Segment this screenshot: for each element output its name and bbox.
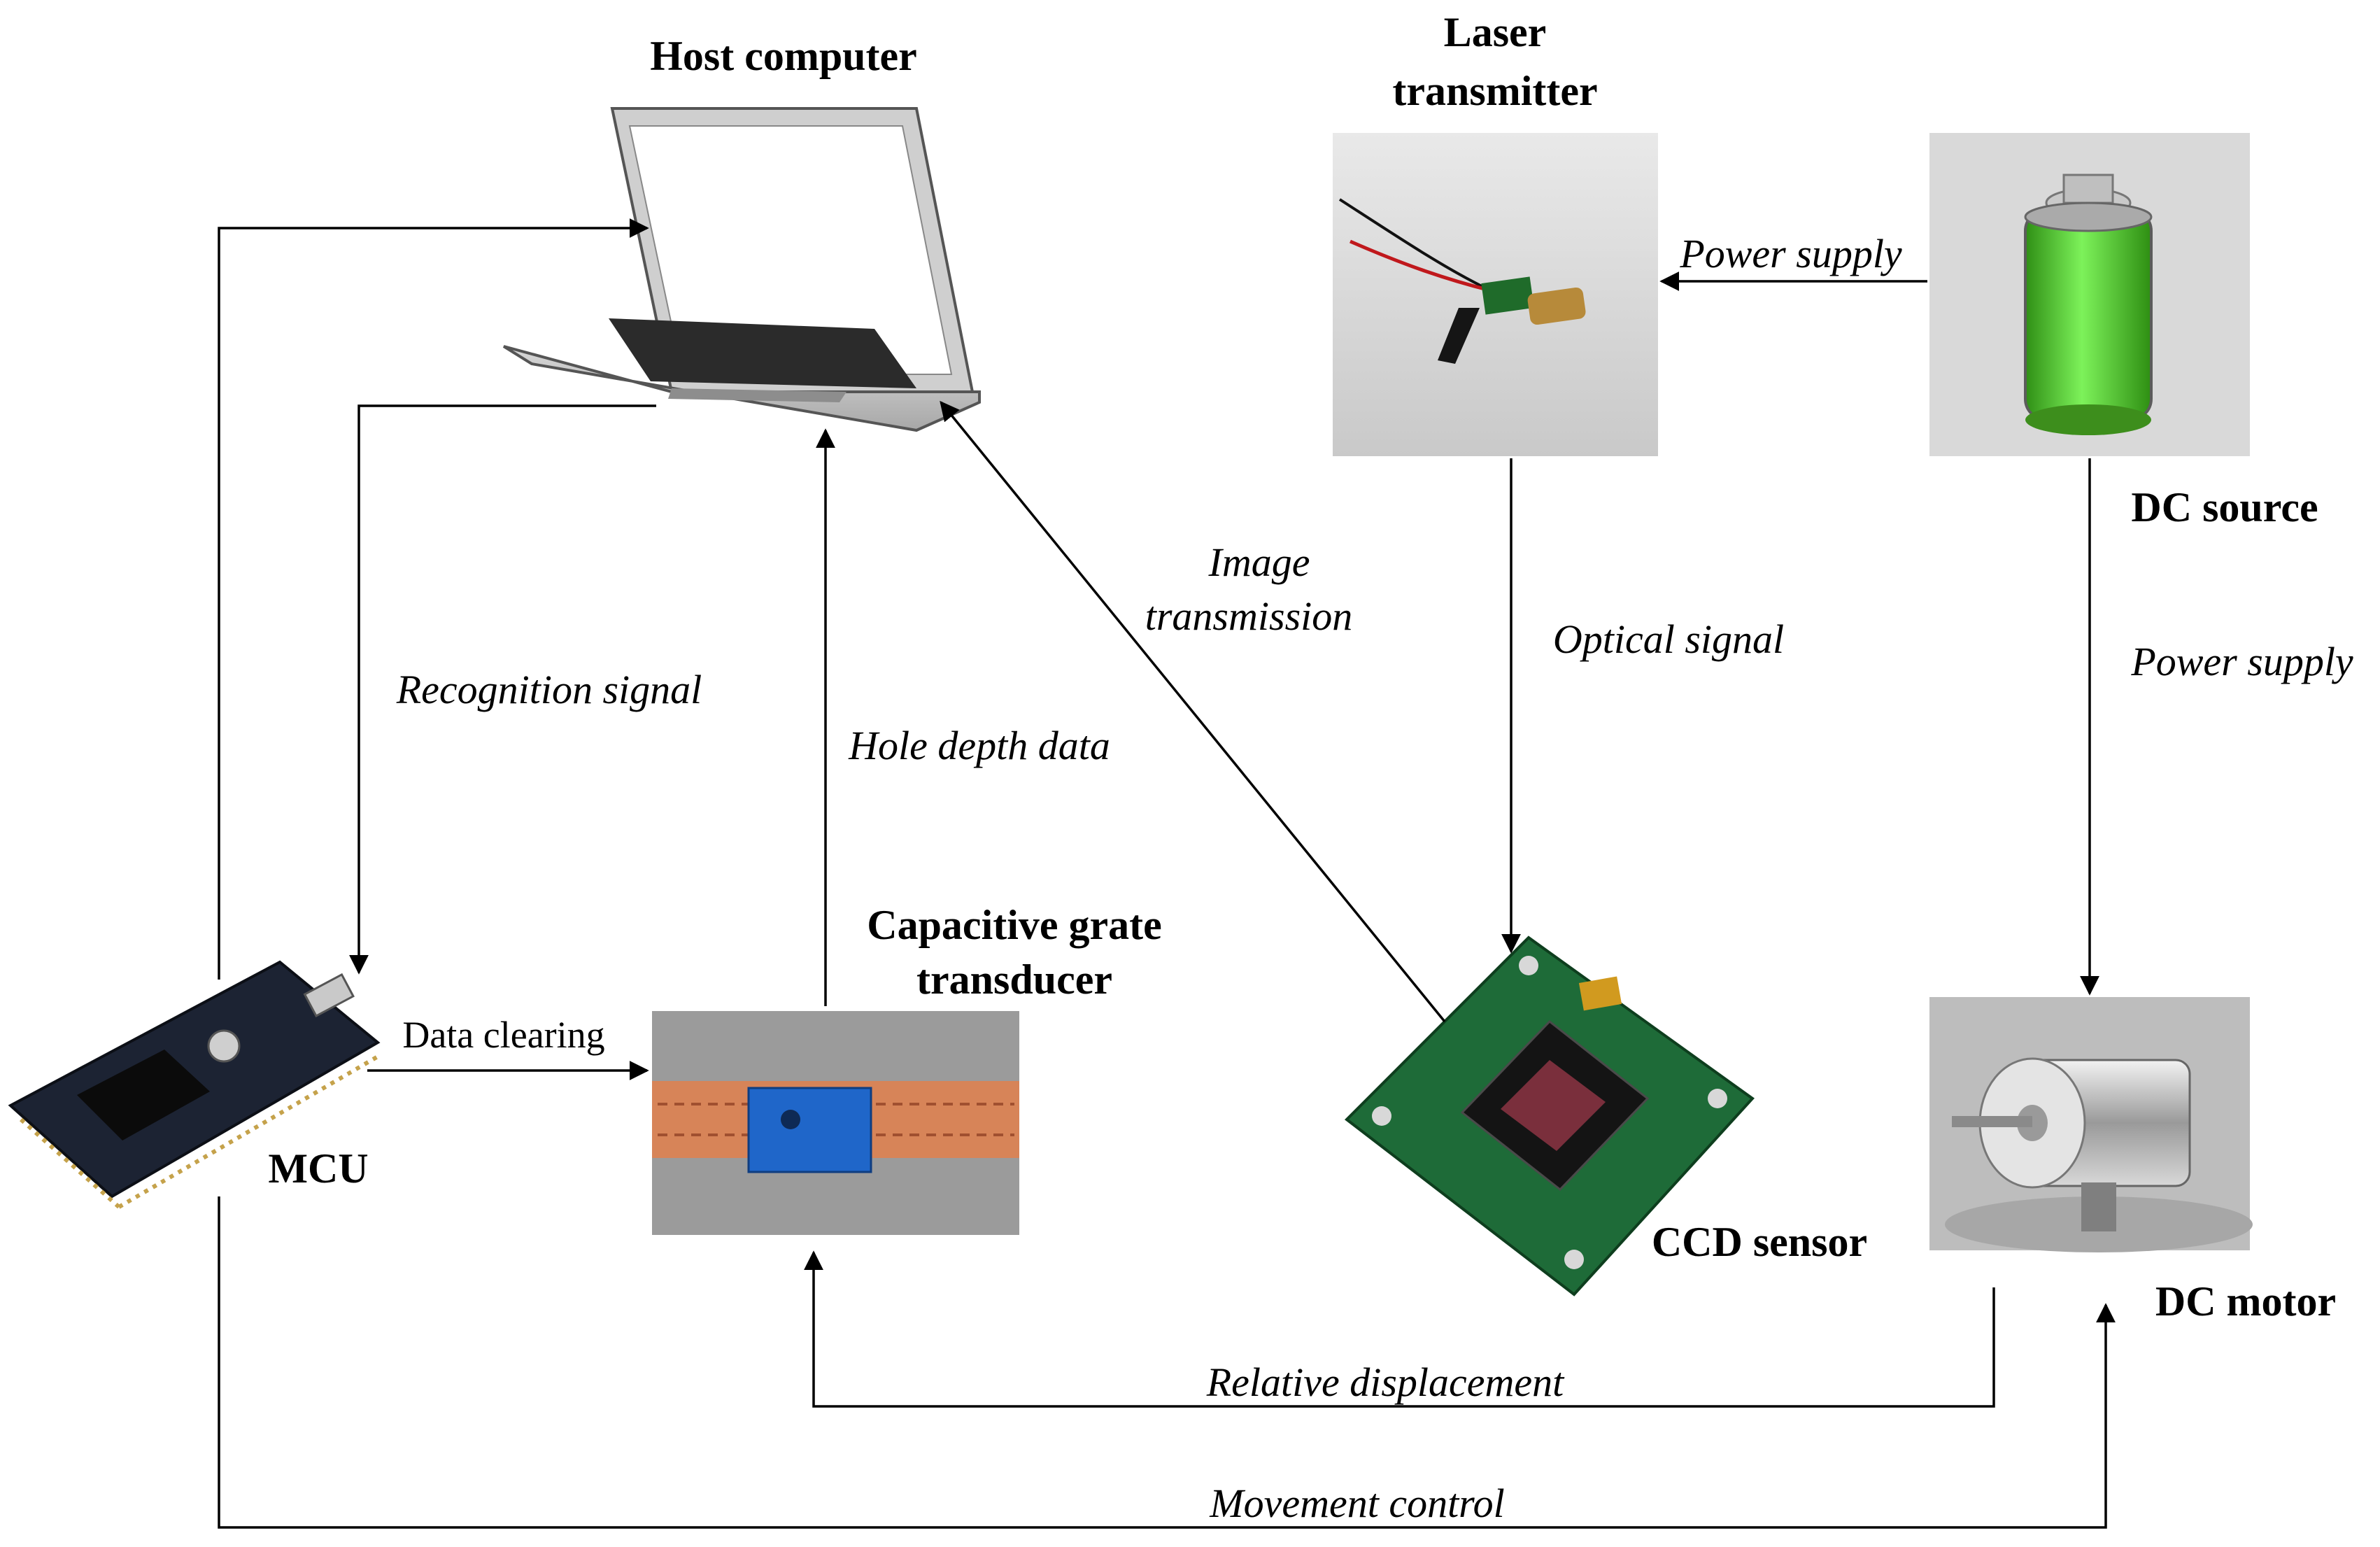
- arrow-recognition-signal: [349, 404, 656, 975]
- laser-transmitter-image: [1333, 133, 1658, 456]
- host-computer-label: Host computer: [650, 33, 917, 79]
- dc-motor-image: [1929, 997, 2253, 1252]
- ccd-sensor-image: [1344, 935, 1755, 1297]
- laser-transmitter-label-1: Laser: [1444, 9, 1547, 55]
- arrow-movement-control: [218, 1196, 2116, 1529]
- laser-transmitter-label-2: transmitter: [1392, 68, 1597, 114]
- capacitive-label-2: transducer: [916, 956, 1112, 1003]
- movement-control-label: Movement control: [1209, 1481, 1504, 1526]
- arrow-mcu-to-host: [218, 218, 649, 980]
- relative-displacement-label: Relative displacement: [1206, 1359, 1565, 1405]
- mcu-board-image: [8, 960, 381, 1209]
- hole-depth-data-label: Hole depth data: [848, 723, 1110, 768]
- recognition-signal-label: Recognition signal: [396, 667, 702, 712]
- power-supply-laser-label: Power supply: [1679, 231, 1902, 276]
- arrow-image-transmission: [940, 400, 1446, 1023]
- dc-source-label: DC source: [2131, 484, 2318, 530]
- ccd-sensor-label: CCD sensor: [1652, 1219, 1867, 1265]
- data-clearing-label: Data clearing: [402, 1014, 604, 1056]
- arrow-relative-displacement: [804, 1250, 1995, 1408]
- image-transmission-label-1: Image: [1208, 539, 1310, 585]
- laptop-icon: [502, 107, 981, 432]
- capacitive-transducer-image: [652, 1011, 1019, 1235]
- mcu-label: MCU: [268, 1145, 368, 1192]
- image-transmission-label-2: transmission: [1145, 593, 1353, 639]
- power-supply-motor-label: Power supply: [2130, 639, 2353, 684]
- capacitive-label-1: Capacitive grate: [867, 902, 1162, 948]
- optical-signal-label: Optical signal: [1553, 616, 1784, 662]
- battery-icon: [1929, 133, 2250, 456]
- dc-motor-label: DC motor: [2155, 1278, 2336, 1325]
